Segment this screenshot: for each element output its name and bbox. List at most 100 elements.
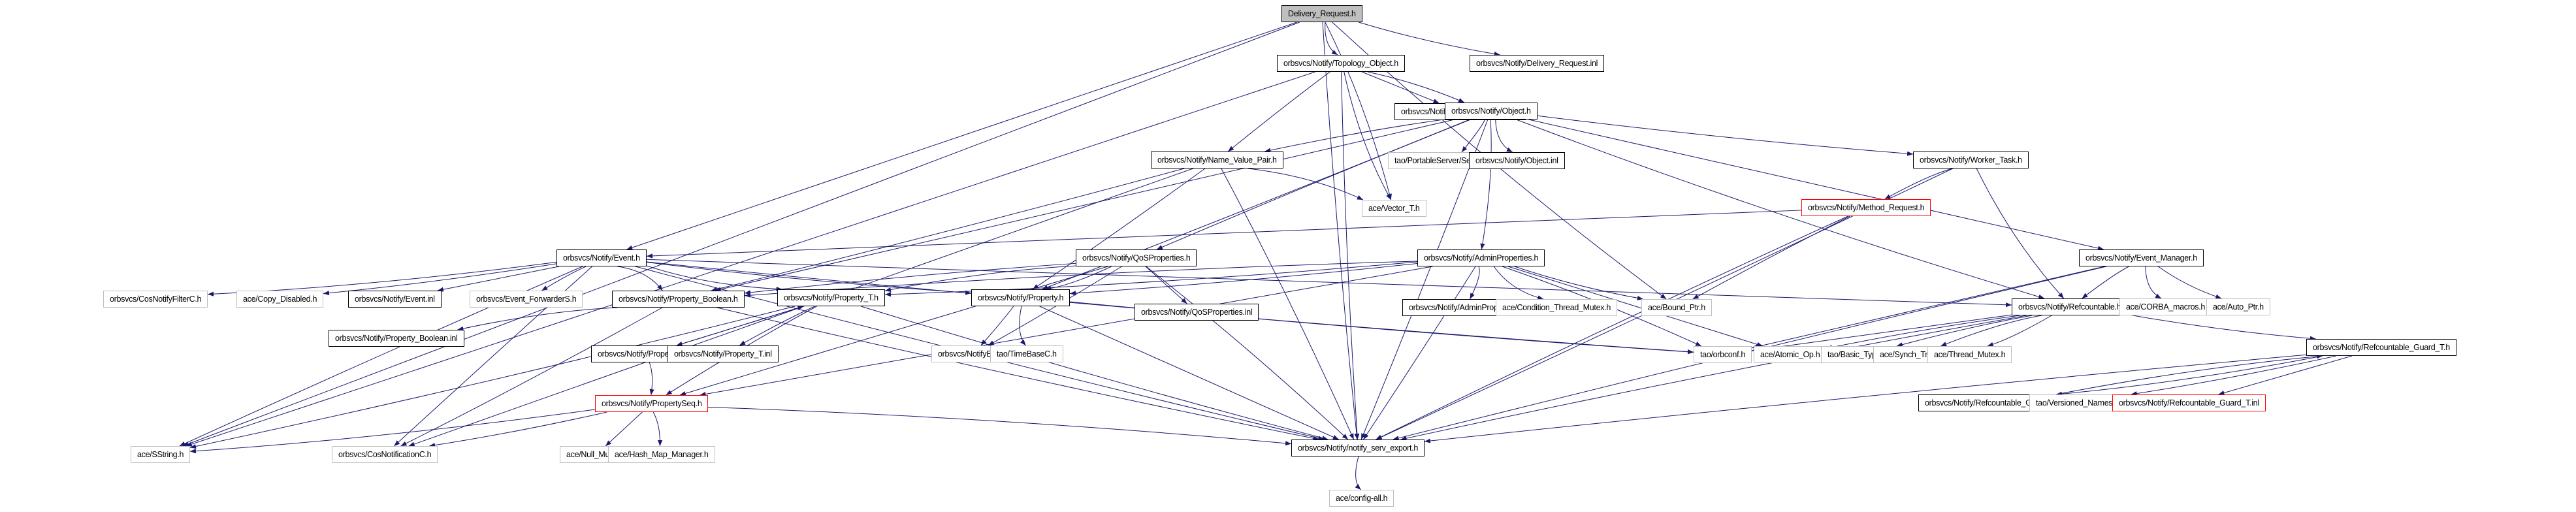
edge-object-to-admin <box>1480 119 1492 250</box>
edge-admin-to-prop_t <box>884 261 1418 297</box>
node-sstring[interactable]: ace/SString.h <box>131 446 191 463</box>
node-object[interactable]: orbsvcs/Notify/Object.h <box>1445 103 1538 120</box>
node-atomic-op[interactable]: ace/Atomic_Op.h <box>1754 346 1827 363</box>
edge-serv_export-to-config_all <box>1355 456 1361 490</box>
edge-event-to-copy_disabled <box>323 263 557 296</box>
edge-object-to-qos <box>1156 119 1471 250</box>
edge-object-to-nvp <box>1264 119 1445 153</box>
edge-object-to-event_manager <box>1528 119 2104 251</box>
node-cond-mutex[interactable]: ace/Condition_Thread_Mutex.h <box>1496 299 1618 316</box>
node-cosnotifyfilter[interactable]: orbsvcs/CosNotifyFilterC.h <box>103 291 208 308</box>
edge-topology-to-sstring <box>185 71 1315 447</box>
edge-refcountable-to-basic_types <box>1896 315 2033 347</box>
node-property[interactable]: orbsvcs/Notify/Property.h <box>971 289 1071 306</box>
node-event[interactable]: orbsvcs/Notify/Event.h <box>556 249 647 266</box>
node-admin[interactable]: orbsvcs/Notify/AdminProperties.h <box>1417 249 1545 266</box>
node-copy-disabled[interactable]: ace/Copy_Disabled.h <box>236 291 324 308</box>
edge-admin-to-cond_mutex <box>1493 266 1544 300</box>
node-qos[interactable]: orbsvcs/Notify/QoSProperties.h <box>1076 249 1197 266</box>
node-object-inl[interactable]: orbsvcs/Notify/Object.inl <box>1469 152 1565 169</box>
edge-prop_t-to-prop_t_inl <box>739 306 815 346</box>
edge-object-to-worker_task <box>1537 115 1914 156</box>
node-worker-task[interactable]: orbsvcs/Notify/Worker_Task.h <box>1913 152 2029 168</box>
edge-refcountable-to-serv_export <box>1400 315 2027 441</box>
edge-propertyseq-to-sstring <box>189 409 596 454</box>
edge-qos-to-propertyseq <box>679 266 1108 396</box>
edge-refcountable-to-synch_traits <box>1940 315 2042 347</box>
edge-event-to-refcountable <box>646 259 2012 308</box>
node-config-all[interactable]: ace/config-all.h <box>1329 490 1394 507</box>
edge-root-to-event <box>626 22 1297 250</box>
edge-admin-to-bound_ptr <box>1514 266 1643 300</box>
node-root[interactable]: Delivery_Request.h <box>1281 5 1362 22</box>
node-serv-export[interactable]: orbsvcs/Notify/notify_serv_export.h <box>1291 440 1425 456</box>
edge-event_manager-to-corba_macros <box>2145 266 2162 299</box>
edge-event_manager-to-orbconf <box>1751 266 2105 349</box>
node-qos-inl[interactable]: orbsvcs/Notify/QoSProperties.inl <box>1135 304 1259 321</box>
node-dr-inl[interactable]: orbsvcs/Notify/Delivery_Request.inl <box>1470 55 1605 72</box>
node-topology[interactable]: orbsvcs/Notify/Topology_Object.h <box>1277 55 1405 72</box>
node-event-manager[interactable]: orbsvcs/Notify/Event_Manager.h <box>2079 249 2204 266</box>
edge-worker_task-to-refcountable <box>1976 168 2065 299</box>
edge-admin-to-serv_export <box>1363 266 1476 440</box>
edge-property-to-timebasec <box>1019 306 1026 346</box>
edge-object-to-refcountable <box>1516 119 2045 299</box>
edge-root-to-serv_export <box>1322 22 1359 440</box>
edge-prop_t-to-serv_export <box>860 306 1328 441</box>
node-event-inl[interactable]: orbsvcs/Notify/Event.inl <box>348 291 442 308</box>
node-timebasec[interactable]: tao/TimeBaseC.h <box>990 345 1063 362</box>
edge-admin-to-propertyseq <box>700 266 1433 396</box>
edge-property-to-notifyextc <box>980 306 1014 346</box>
edge-admin-to-atomic_op <box>1507 266 1763 347</box>
edge-event-to-prop_bool <box>617 266 663 291</box>
edge-property-to-serv_export <box>1039 306 1340 440</box>
edge-prop_t_cpp-to-propertyseq <box>649 362 654 396</box>
node-vector-t[interactable]: ace/Vector_T.h <box>1362 200 1426 217</box>
edge-qos-to-notifyextc <box>988 266 1122 346</box>
node-prop-bool-inl[interactable]: orbsvcs/Notify/Property_Boolean.inl <box>329 330 464 347</box>
edge-prop_bool-to-prop_bool_inl <box>457 307 618 331</box>
edge-topology-to-object <box>1367 71 1465 103</box>
edge-refcountable-to-thread_mutex <box>1987 315 2052 347</box>
edge-prop_t_cpp-to-prop_t <box>676 306 804 346</box>
node-prop-bool[interactable]: orbsvcs/Notify/Property_Boolean.h <box>612 291 745 308</box>
edge-refcountable-to-atomic_op <box>1826 315 2020 350</box>
edge-topology-to-nvp <box>1227 71 1330 152</box>
edge-object-to-object_inl <box>1495 119 1513 153</box>
node-thread-mutex[interactable]: ace/Thread_Mutex.h <box>1927 346 2012 363</box>
node-method-request[interactable]: orbsvcs/Notify/Method_Request.h <box>1801 199 1931 216</box>
node-propertyseq[interactable]: orbsvcs/Notify/PropertySeq.h <box>595 395 709 412</box>
node-orbconf[interactable]: tao/orbconf.h <box>1694 346 1752 363</box>
edge-nvp-to-property <box>1032 168 1206 290</box>
edge-rc_guard-to-rc_guard_inl <box>2218 355 2353 395</box>
node-bound-ptr[interactable]: ace/Bound_Ptr.h <box>1641 299 1712 316</box>
edge-rc_guard_cpp-to-rc_guard <box>2055 354 2323 395</box>
edge-propertyseq-to-null_mutex <box>605 411 643 447</box>
node-rc-guard[interactable]: orbsvcs/Notify/Refcountable_Guard_T.h <box>2306 339 2456 356</box>
edge-prop_bool-to-cosnotification <box>400 307 663 447</box>
edge-prop_bool-to-serv_export <box>716 307 1319 441</box>
edge-rc_guard-to-rc_guard_cpp <box>2055 355 2323 396</box>
edge-object-to-servant_base <box>1461 119 1486 153</box>
node-nvp[interactable]: orbsvcs/Notify/Name_Value_Pair.h <box>1151 152 1283 168</box>
node-prop-t-inl[interactable]: orbsvcs/Notify/Property_T.inl <box>668 345 779 362</box>
node-auto-ptr[interactable]: ace/Auto_Ptr.h <box>2206 298 2270 315</box>
edge-worker_task-to-method_request <box>1884 168 1953 200</box>
node-hash-map[interactable]: ace/Hash_Map_Manager.h <box>608 446 715 463</box>
node-cosnotification[interactable]: orbsvcs/CosNotificationC.h <box>332 446 438 463</box>
edge-nvp-to-serv_export <box>1221 168 1355 440</box>
node-corba-macros[interactable]: ace/CORBA_macros.h <box>2119 298 2212 315</box>
edge-nvp-to-prop_bool <box>711 168 1185 292</box>
node-rc-guard-inl[interactable]: orbsvcs/Notify/Refcountable_Guard_T.inl <box>2112 394 2266 411</box>
edge-propertyseq-to-serv_export <box>707 406 1292 446</box>
edge-root-to-vector_t <box>1325 22 1392 200</box>
node-refcountable[interactable]: orbsvcs/Notify/Refcountable.h <box>2012 298 2128 315</box>
edge-propertyseq-to-cosnotification <box>429 411 607 448</box>
edge-admin-to-property <box>1069 263 1418 296</box>
edge-event_manager-to-refcountable <box>2082 266 2129 299</box>
edge-root-to-dr_inl <box>1359 22 1500 57</box>
node-prop-t[interactable]: orbsvcs/Notify/Property_T.h <box>777 289 885 306</box>
edge-propertyseq-to-hash_map <box>652 411 663 447</box>
node-event-forwarder[interactable]: orbsvcs/Event_ForwarderS.h <box>470 291 583 308</box>
